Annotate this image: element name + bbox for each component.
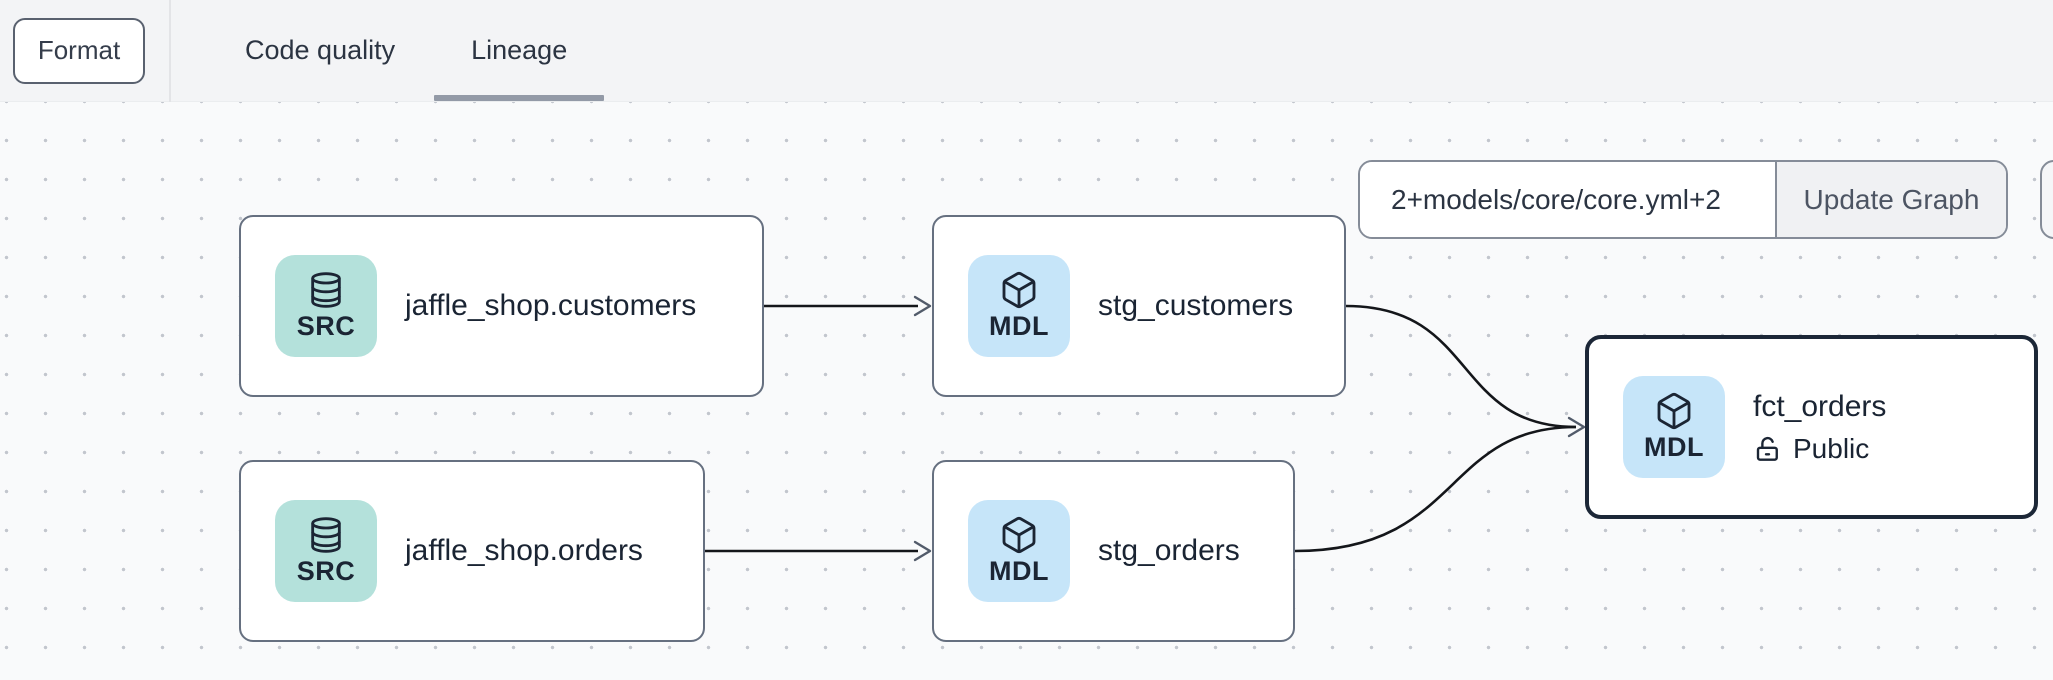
badge-type-label: SRC xyxy=(296,311,356,341)
model-badge: MDL xyxy=(1623,376,1725,478)
node-label: stg_customers xyxy=(1098,289,1294,322)
edge-stg-orders-to-fct xyxy=(1294,425,1577,553)
edge-arrowhead-icon xyxy=(1567,416,1586,438)
badge-type-label: MDL xyxy=(1644,432,1704,462)
node-label: jaffle_shop.customers xyxy=(405,289,697,322)
model-badge: MDL xyxy=(968,500,1070,602)
database-icon xyxy=(311,272,341,308)
tab-lineage[interactable]: Lineage xyxy=(434,0,605,101)
badge-type-label: MDL xyxy=(989,311,1049,341)
update-graph-button[interactable]: Update Graph xyxy=(1775,162,2006,237)
edge-arrowhead-icon xyxy=(913,540,932,562)
cube-icon xyxy=(1002,271,1036,309)
topbar: Format Code quality Lineage xyxy=(0,0,2053,102)
format-button[interactable]: Format xyxy=(13,17,145,84)
clipped-panel[interactable] xyxy=(2040,160,2053,239)
node-stg-customers[interactable]: MDL stg_customers xyxy=(932,215,1346,397)
badge-type-label: SRC xyxy=(296,556,356,586)
tab-code-quality-label: Code quality xyxy=(245,35,396,65)
access-row: Public xyxy=(1753,433,1886,465)
tab-bar: Code quality Lineage xyxy=(243,0,605,101)
selector-bar: Update Graph xyxy=(1358,160,2008,239)
node-jaffle-shop-customers[interactable]: SRC jaffle_shop.customers xyxy=(239,215,764,397)
source-badge: SRC xyxy=(275,255,377,357)
active-tab-indicator xyxy=(434,95,605,101)
node-label: stg_orders xyxy=(1098,534,1240,567)
selector-input[interactable] xyxy=(1360,162,1775,237)
node-text: fct_orders Public xyxy=(1753,390,1886,465)
topbar-divider xyxy=(169,0,171,102)
node-label: fct_orders xyxy=(1753,389,1887,423)
node-fct-orders[interactable]: MDL fct_orders Public xyxy=(1585,335,2038,519)
node-stg-orders[interactable]: MDL stg_orders xyxy=(932,460,1295,642)
cube-icon xyxy=(1002,516,1036,554)
tab-lineage-label: Lineage xyxy=(471,35,568,65)
tab-code-quality[interactable]: Code quality xyxy=(243,0,397,101)
source-badge: SRC xyxy=(275,500,377,602)
database-icon xyxy=(311,517,341,553)
unlock-icon xyxy=(1756,436,1778,461)
cube-icon xyxy=(1657,392,1691,430)
edge-stg-customers-to-fct xyxy=(1345,304,1577,429)
access-label: Public xyxy=(1793,432,1870,464)
node-label: jaffle_shop.orders xyxy=(405,534,643,567)
node-jaffle-shop-orders[interactable]: SRC jaffle_shop.orders xyxy=(239,460,705,642)
edge-arrowhead-icon xyxy=(913,295,932,317)
model-badge: MDL xyxy=(968,255,1070,357)
badge-type-label: MDL xyxy=(989,556,1049,586)
lineage-canvas[interactable]: SRC jaffle_shop.customers MDL stg_custom… xyxy=(0,102,2053,680)
